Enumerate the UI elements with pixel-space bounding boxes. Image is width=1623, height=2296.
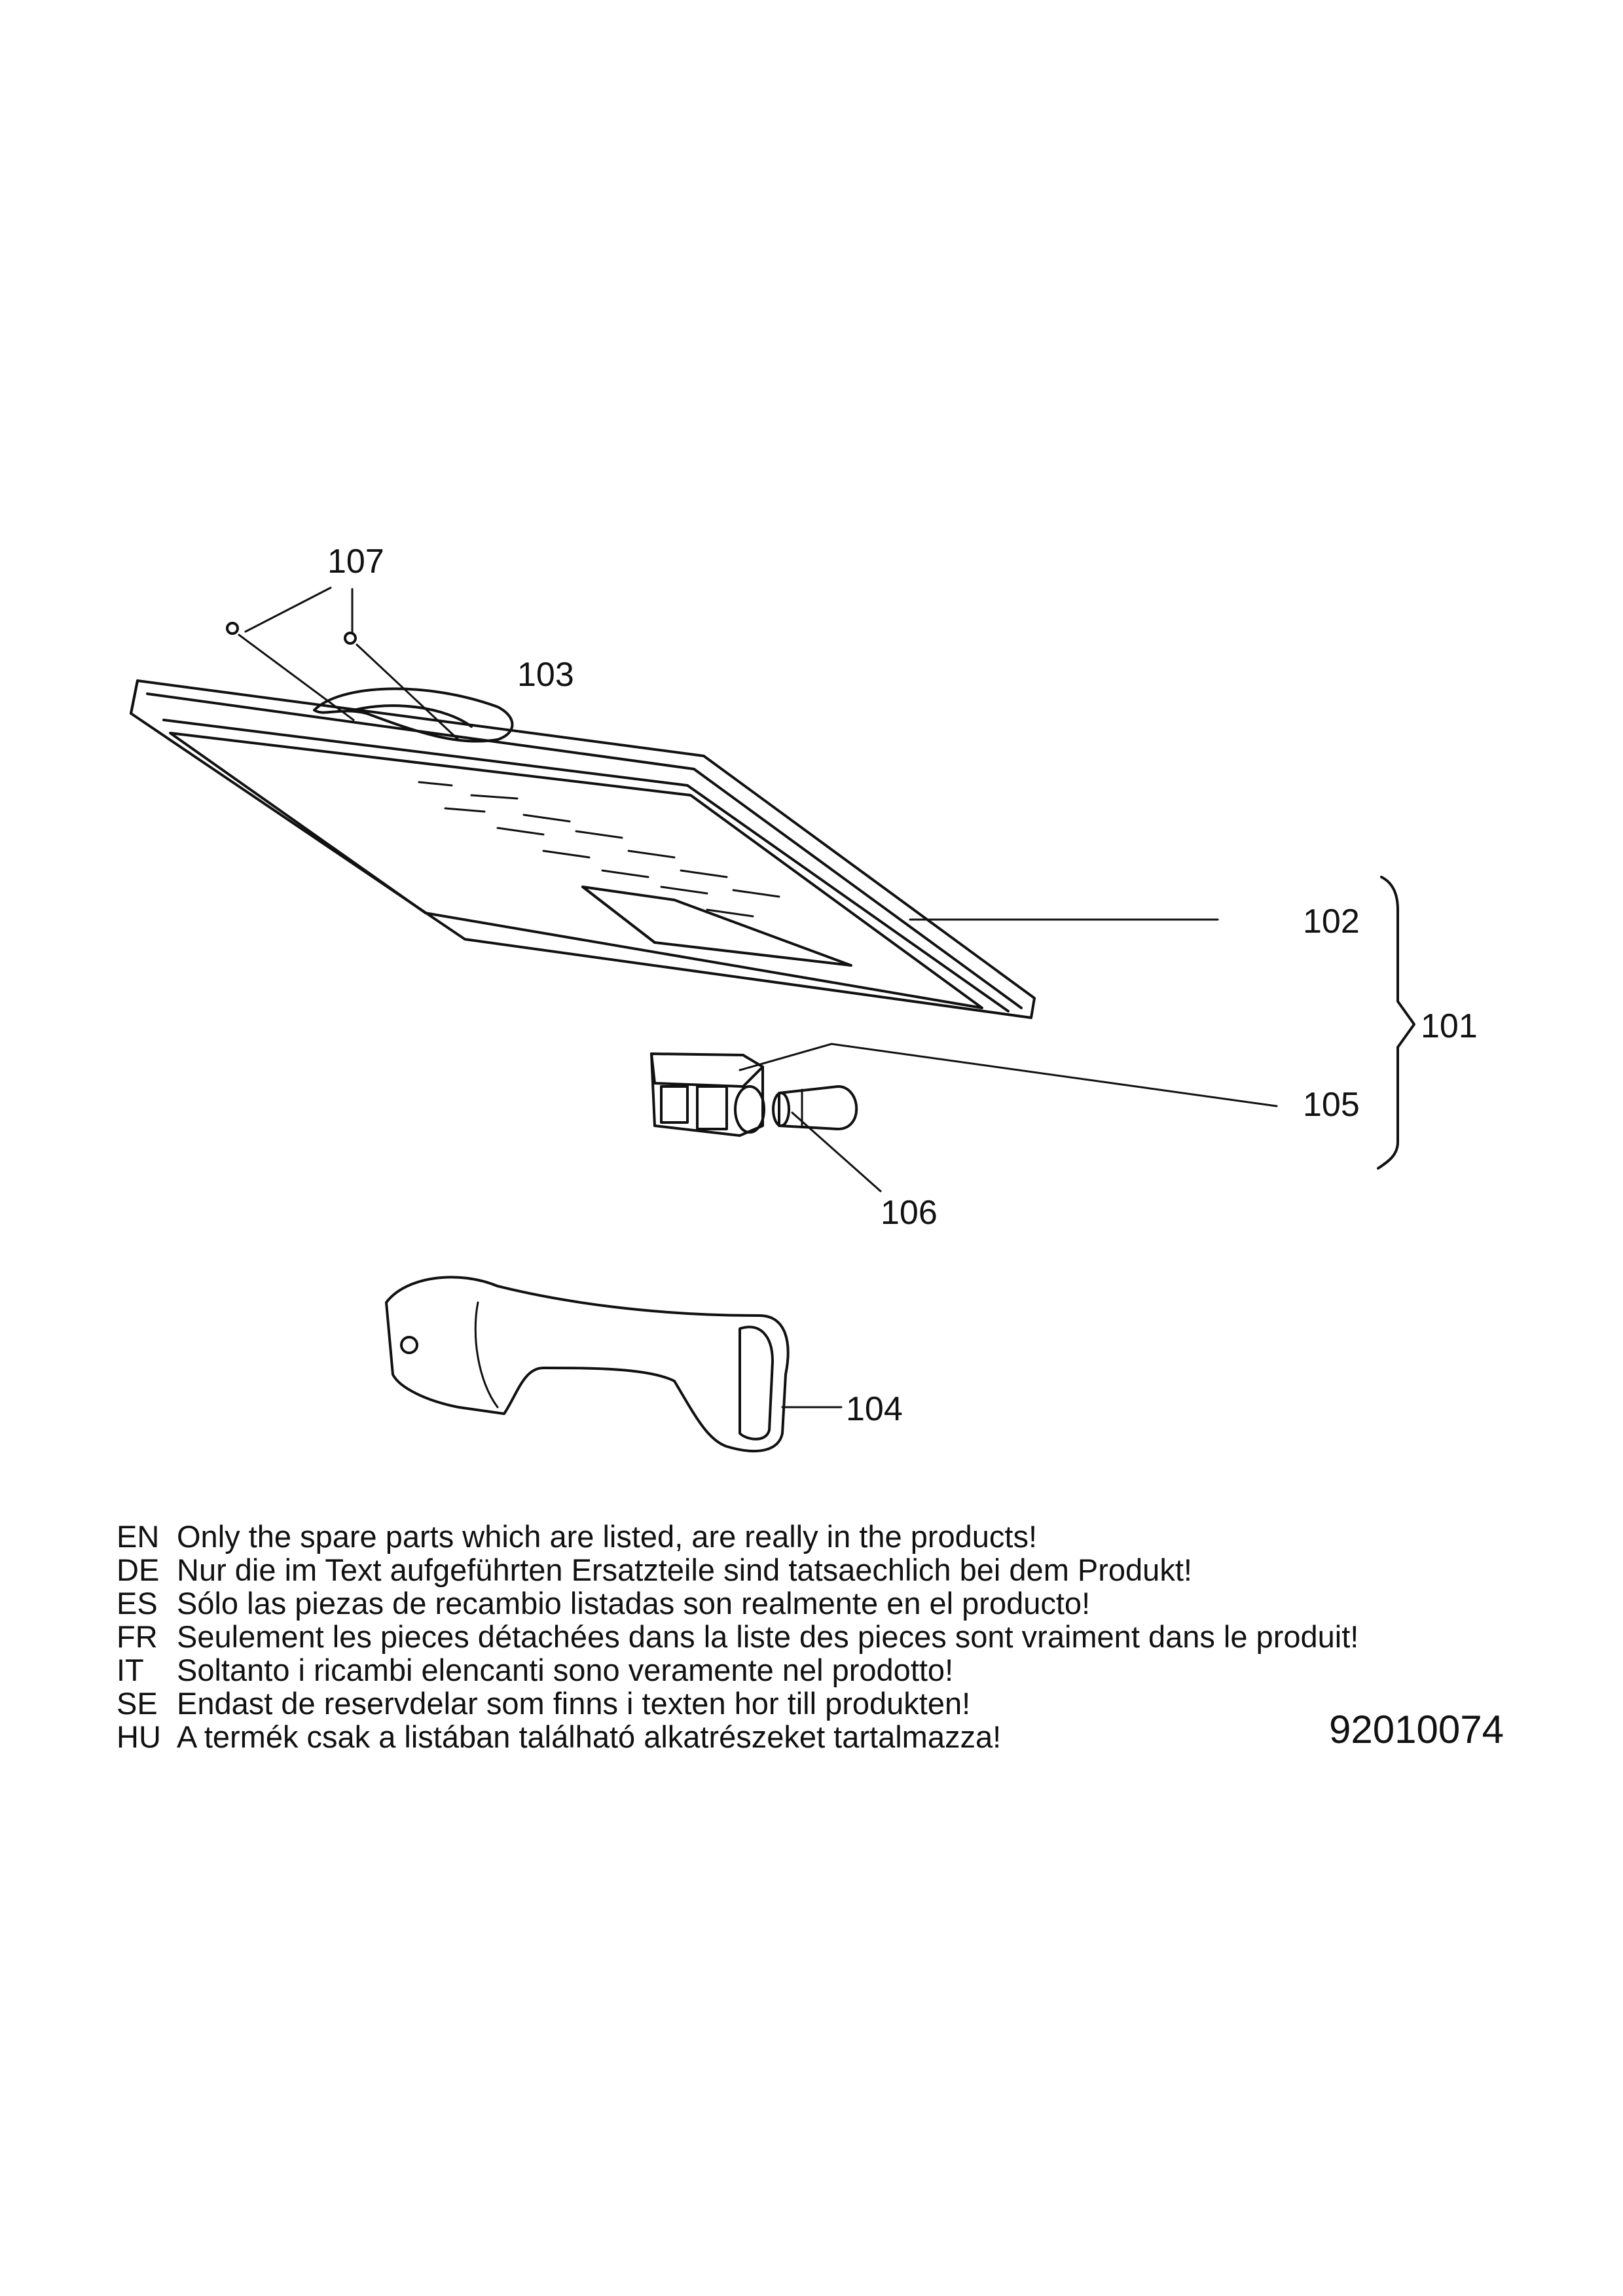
- note-row: IT Soltanto i ricambi elencanti sono ver…: [117, 1653, 1359, 1687]
- leader-lines: [739, 876, 1415, 1408]
- note-row: ES Sólo las piezas de recambio listadas …: [117, 1587, 1359, 1620]
- note-text: Sólo las piezas de recambio listadas son…: [177, 1586, 1091, 1621]
- note-text: A termék csak a listában található alkat…: [177, 1719, 1002, 1754]
- note-row: EN Only the spare parts which are listed…: [117, 1520, 1359, 1553]
- callout-105: 105: [1303, 1086, 1360, 1124]
- door-panel-part: [130, 679, 1036, 1019]
- door-handle-part: [385, 1276, 790, 1452]
- language-code: ES: [117, 1586, 158, 1621]
- note-row: HU A termék csak a listában található al…: [117, 1720, 1359, 1753]
- language-code: SE: [117, 1686, 158, 1721]
- language-code: EN: [117, 1519, 160, 1554]
- language-code: IT: [117, 1653, 144, 1687]
- note-text: Seulement les pieces détachées dans la l…: [177, 1619, 1359, 1654]
- lamp-bulb-part: [772, 1085, 858, 1130]
- top-handle-part: [313, 687, 514, 743]
- callout-103: 103: [517, 656, 574, 694]
- note-text: Only the spare parts which are listed, a…: [177, 1519, 1038, 1554]
- language-code: HU: [117, 1719, 161, 1754]
- language-code: DE: [117, 1552, 160, 1587]
- note-row: FR Seulement les pieces détachées dans l…: [117, 1620, 1359, 1653]
- lamp-holder-part: [650, 1052, 765, 1137]
- note-text: Soltanto i ricambi elencanti sono verame…: [177, 1653, 954, 1687]
- document-number: 92010074: [1329, 1708, 1504, 1751]
- callout-107: 107: [327, 543, 384, 581]
- note-text: Nur die im Text aufgeführten Ersatzteile…: [177, 1552, 1192, 1587]
- spare-parts-notice: EN Only the spare parts which are listed…: [117, 1520, 1359, 1753]
- callout-102: 102: [1303, 903, 1360, 941]
- callout-104: 104: [846, 1390, 903, 1428]
- language-code: FR: [117, 1619, 158, 1654]
- note-row: SE Endast de reservdelar som finns i tex…: [117, 1687, 1359, 1720]
- note-text: Endast de reservdelar som finns i texten…: [177, 1686, 971, 1721]
- callout-106: 106: [881, 1194, 938, 1232]
- screws-part: [226, 586, 460, 741]
- callout-101: 101: [1421, 1007, 1478, 1045]
- note-row: DE Nur die im Text aufgeführten Ersatzte…: [117, 1553, 1359, 1587]
